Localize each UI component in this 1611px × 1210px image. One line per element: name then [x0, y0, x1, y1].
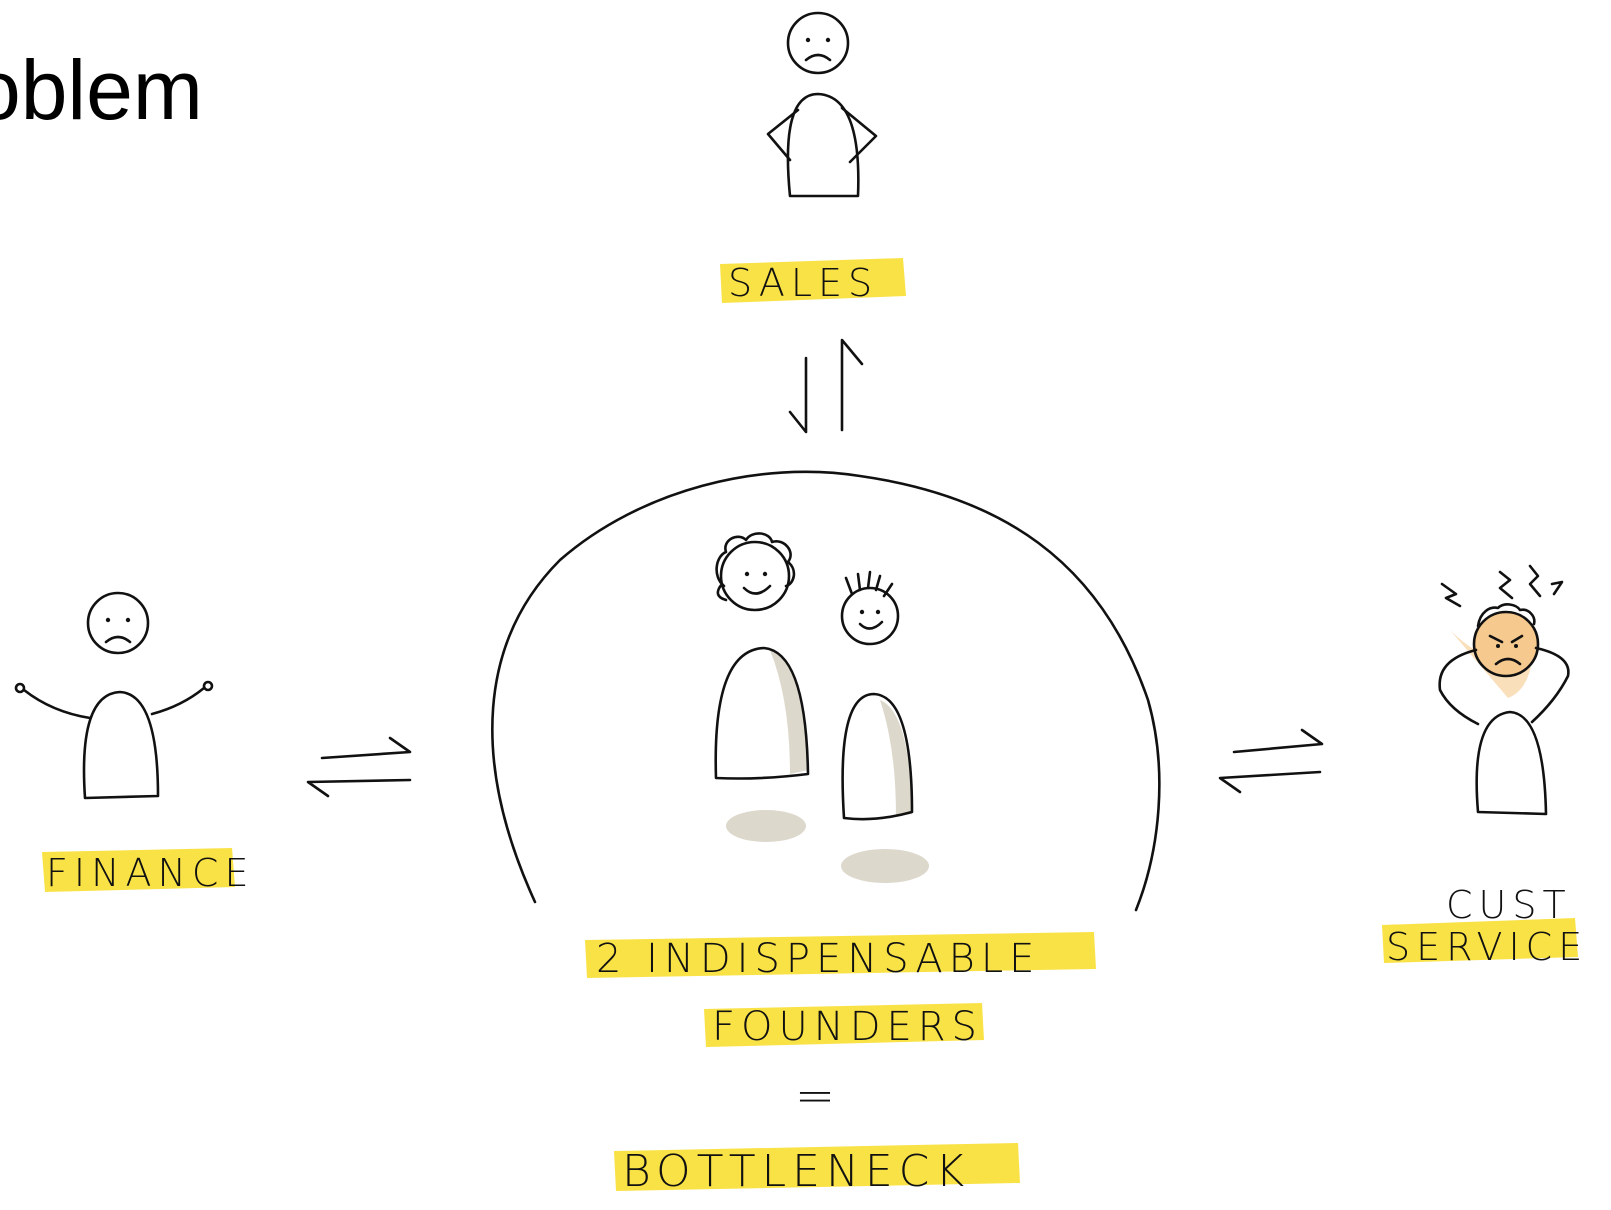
finance-label: FINANCE	[46, 851, 254, 895]
angry-person-holding-head-icon	[1438, 564, 1570, 816]
center-caption-equals: =	[795, 1068, 841, 1124]
floor-shadow-left	[726, 810, 806, 842]
center-caption-line2: FOUNDERS	[712, 1004, 983, 1050]
slide-title: oblem	[0, 43, 203, 137]
two-happy-founders-icon	[714, 532, 914, 821]
label-highlights	[42, 258, 1578, 1191]
bidirectional-arrows-icon	[788, 338, 864, 434]
floor-shadow-right	[841, 849, 929, 883]
bidirectional-arrows-icon	[1218, 728, 1324, 794]
sad-person-hands-on-hips-icon	[766, 11, 878, 198]
cust-service-label-line1: CUST	[1446, 883, 1572, 927]
center-caption-line1: 2 INDISPENSABLE	[596, 936, 1040, 982]
center-caption-line3: BOTTLENECK	[622, 1146, 970, 1197]
bidirectional-arrows-icon	[306, 736, 412, 798]
cust-service-label-line2: SERVICE	[1386, 925, 1588, 969]
founders-bubble	[491, 470, 1161, 912]
sales-label: SALES	[728, 261, 878, 305]
sad-person-shrugging-icon	[14, 591, 214, 800]
